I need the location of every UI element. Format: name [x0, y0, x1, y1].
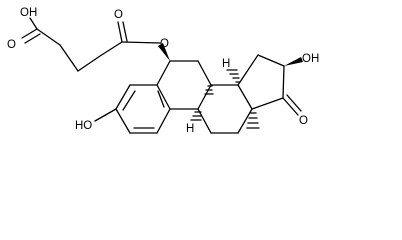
ring-d — [237, 54, 303, 116]
bond-acid-c-oh — [29, 17, 38, 30]
stereo-marks — [190, 69, 260, 129]
label-h-c9: H — [186, 123, 194, 135]
bond-c3-c2 — [115, 108, 131, 134]
ring-c — [197, 84, 253, 134]
hash-c13-methyl — [246, 112, 260, 129]
bond-c10-c5 — [156, 84, 171, 110]
label-h-c14: H — [222, 58, 230, 70]
hash-c14-h — [226, 69, 241, 83]
bond-c14-c15 — [237, 54, 259, 86]
bond-ch2-ester-c — [99, 41, 123, 57]
bond-c17-c13 — [251, 97, 284, 110]
label-ketone-o: O — [299, 115, 308, 127]
bond-ch2-ch2-a — [59, 44, 79, 72]
label-acid-oh: OH — [20, 7, 37, 19]
label-acid-carbonyl-o: O — [7, 39, 16, 51]
bond-c8-c9 — [197, 84, 212, 110]
bond-c4-c3 — [115, 84, 131, 110]
ring-a-aromatic — [94, 84, 171, 134]
label-phenol-oh: HO — [75, 120, 92, 132]
bond-c16-c17 — [282, 65, 285, 99]
ring-b — [156, 43, 212, 110]
bond-aromatic-inner-1 — [122, 90, 136, 111]
wedge-c6-o — [158, 43, 170, 61]
bond-ch2-ch2-b — [77, 55, 101, 72]
bond-c7-c8 — [197, 60, 212, 86]
label-ester-carbonyl-o: O — [114, 9, 123, 21]
bond-c17-o-double-a — [282, 97, 299, 116]
hash-c9-h — [190, 111, 202, 121]
bond-c11-c9 — [197, 108, 212, 134]
bond-ester-c-o-double-a — [117, 21, 123, 43]
bond-c14-c13 — [237, 84, 253, 110]
bond-c5-c6 — [156, 60, 171, 86]
bond-c3-oh — [94, 108, 117, 122]
chemical-structure-diagram: OH O O O HO OH O H H — [7, 7, 319, 135]
bond-ester-c-o-double-b — [122, 21, 128, 42]
bond-ester-c-o — [121, 41, 161, 44]
bond-c1-c10 — [156, 108, 171, 134]
hash-c8-h — [204, 85, 214, 95]
bond-c17-o-double-b — [286, 94, 302, 112]
bond-aromatic-inner-3 — [157, 90, 165, 108]
bond-acid-c-ch2 — [36, 28, 61, 46]
succinate-chain — [21, 17, 161, 72]
bond-c15-c16 — [257, 54, 285, 67]
bond-acid-c-o-double-b — [24, 33, 41, 44]
bond-acid-c-o-double-a — [21, 28, 38, 39]
atom-labels: OH O O O HO OH O H H — [7, 7, 319, 135]
wedge-c16-oh — [284, 57, 303, 66]
label-ester-o: O — [160, 38, 169, 50]
label-c16-oh: OH — [302, 53, 319, 65]
